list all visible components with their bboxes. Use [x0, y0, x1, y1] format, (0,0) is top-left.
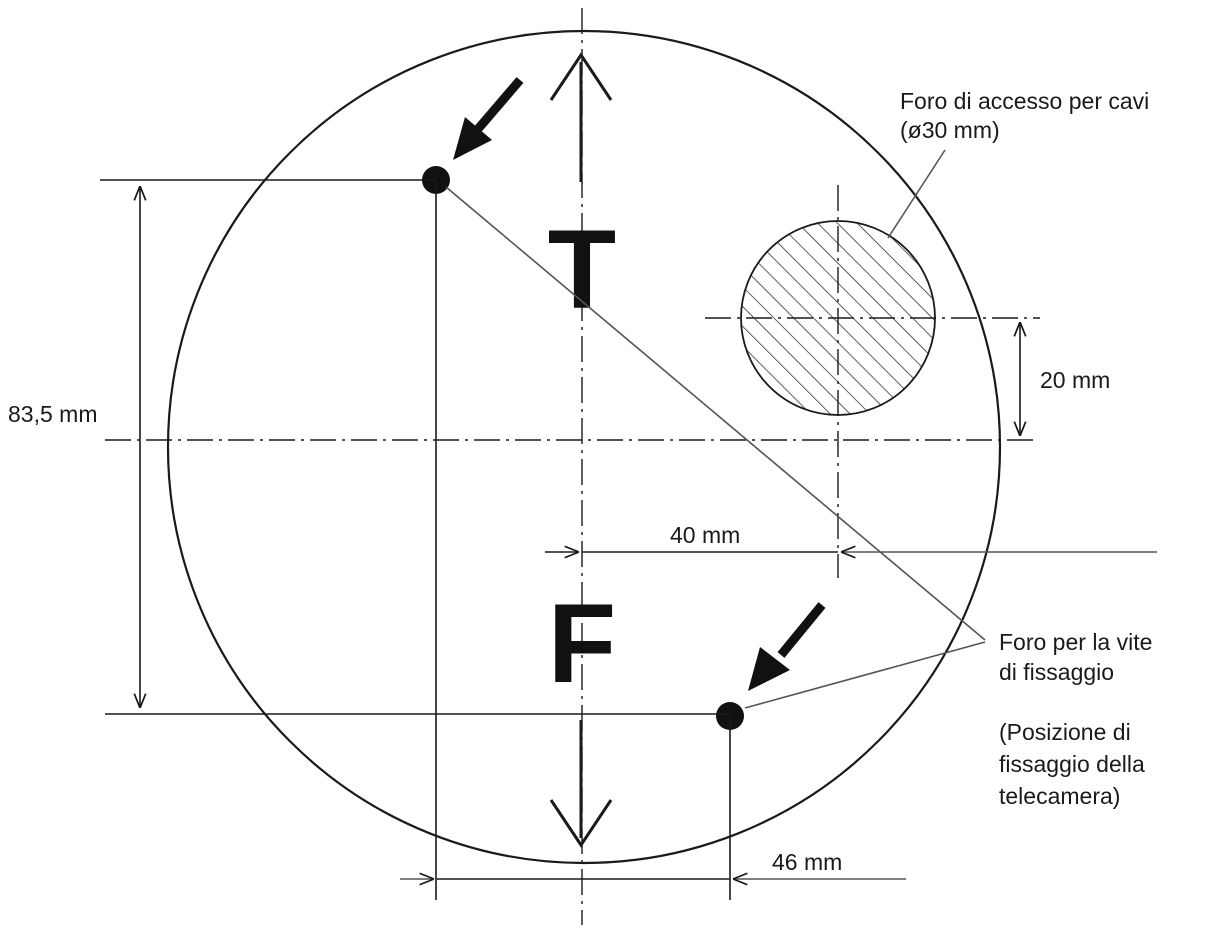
- cable-hole-label-line1: Foro di accesso per cavi: [900, 88, 1149, 114]
- screw-hole-label-line1: Foro per la vite: [999, 629, 1152, 655]
- pointer-arrow-top-icon: [453, 77, 524, 160]
- up-arrow-icon: [549, 52, 613, 182]
- top-letter: T: [548, 207, 616, 332]
- camera-position-label-line3: telecamera): [999, 783, 1120, 809]
- pointer-arrow-bottom-icon: [748, 602, 826, 691]
- down-arrow-icon: [549, 720, 613, 848]
- screw-leader-top: [445, 186, 986, 641]
- dimension-40-label: 40 mm: [670, 522, 740, 548]
- mounting-plate-outline: [166, 29, 1002, 865]
- cable-hole-label-line2: (ø30 mm): [900, 117, 1000, 143]
- camera-position-label-line2: fissaggio della: [999, 751, 1145, 777]
- camera-position-label-line1: (Posizione di: [999, 719, 1131, 745]
- screw-leader-bottom: [744, 641, 986, 709]
- screw-hole-label-line2: di fissaggio: [999, 659, 1114, 685]
- bottom-letter: F: [548, 581, 616, 706]
- dimension-20-label: 20 mm: [1040, 367, 1110, 393]
- dimension-height-label: 83,5 mm: [8, 401, 97, 427]
- cable-hole-leader: [887, 149, 946, 239]
- dimension-46-label: 46 mm: [772, 849, 842, 875]
